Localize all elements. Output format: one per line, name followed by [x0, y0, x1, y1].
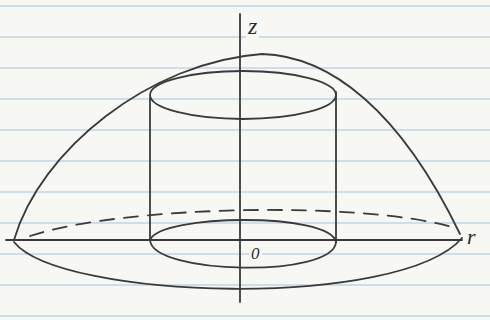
cylinder-side: [149, 98, 151, 240]
pencil-lines: [6, 14, 462, 302]
front-rim: [14, 238, 462, 289]
dome-outline: [14, 54, 460, 240]
axis-label: z: [246, 14, 259, 38]
cylinder-bottom-back: [150, 220, 336, 242]
r-axis: [6, 239, 462, 241]
cylinder-top: [150, 71, 336, 119]
cylinder-side: [335, 92, 337, 242]
axis-label: r: [465, 226, 478, 248]
ruled-lines: [0, 6, 490, 316]
cylinder-bottom-front: [150, 240, 336, 268]
origin-label: 0: [249, 245, 262, 262]
back-rim: [30, 210, 456, 236]
